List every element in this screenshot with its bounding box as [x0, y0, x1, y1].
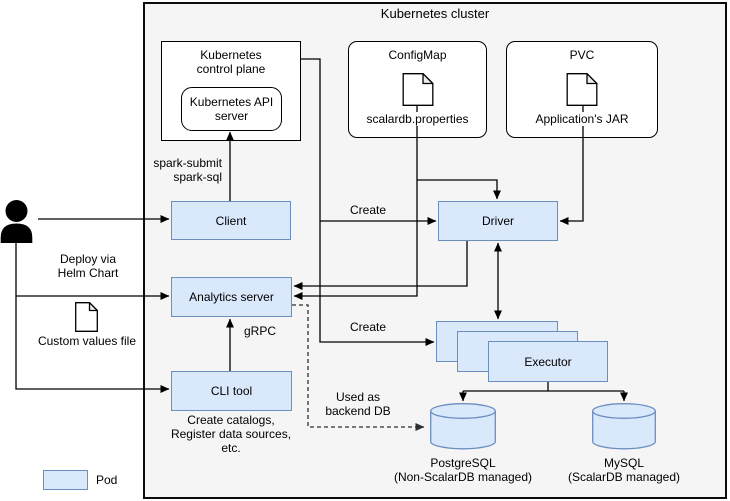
grpc-label: gRPC [244, 324, 277, 338]
driver-pod: Driver [438, 201, 558, 241]
create-executor-label: Create [350, 320, 387, 334]
pvc-box: PVC Application's JAR [506, 41, 658, 138]
legend-pod-label: Pod [96, 473, 118, 487]
driver-label: Driver [482, 214, 514, 228]
deploy-helm-label: Deploy via Helm Chart [57, 252, 119, 280]
api-server-box: Kubernetes API server [181, 87, 282, 131]
custom-values-file-icon [75, 302, 98, 332]
client-pod: Client [171, 201, 291, 240]
control-plane-label: Kubernetes control plane [196, 48, 266, 76]
client-label: Client [215, 213, 247, 228]
configmap-file-label: scalardb.properties [366, 112, 469, 126]
cli-tool-label: CLI tool [210, 384, 253, 398]
document-icon [402, 73, 433, 106]
api-server-label: Kubernetes API server [189, 95, 274, 123]
cli-description-label: Create catalogs, Register data sources, … [170, 413, 292, 455]
analytics-server-pod: Analytics server [171, 277, 292, 317]
custom-values-file-label: Custom values file [37, 334, 137, 348]
cli-tool-pod: CLI tool [171, 371, 292, 411]
spark-submit-label: spark-submit spark-sql [153, 156, 222, 184]
mysql-database-icon [592, 403, 656, 450]
cluster-title: Kubernetes cluster [380, 6, 490, 21]
analytics-server-label: Analytics server [189, 290, 274, 304]
user-person-icon [0, 200, 33, 243]
pvc-file-label: Application's JAR [535, 112, 629, 126]
configmap-box: ConfigMap scalardb.properties [348, 41, 487, 138]
used-as-backend-db-label: Used as backend DB [325, 390, 391, 418]
postgresql-database-icon [430, 403, 496, 450]
legend-pod-swatch [43, 470, 88, 490]
pvc-title: PVC [569, 48, 595, 62]
postgresql-label: PostgreSQL (Non-ScalarDB managed) [393, 456, 533, 484]
executor-label: Executor [524, 354, 572, 369]
configmap-title: ConfigMap [388, 48, 447, 62]
mysql-label: MySQL (ScalarDB managed) [567, 456, 681, 484]
executor-pod-front: Executor [488, 341, 608, 382]
create-driver-label: Create [350, 203, 387, 217]
document-icon [566, 73, 598, 106]
